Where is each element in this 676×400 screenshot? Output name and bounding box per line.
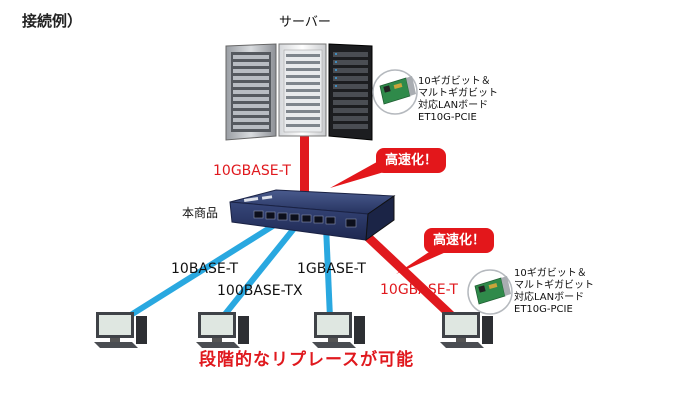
nic-card-icon-right bbox=[467, 269, 513, 315]
pc-1 bbox=[94, 312, 147, 348]
link-pc4-10gbase-t bbox=[348, 218, 460, 324]
server-rack-grey bbox=[225, 43, 277, 141]
link-server-10gbase-t bbox=[300, 132, 309, 194]
link-pc2-100base-tx bbox=[219, 224, 299, 320]
label-pc1-link: 10BASE-T bbox=[171, 261, 239, 277]
link-pc1-10base-t bbox=[124, 221, 278, 321]
page-title: 接続例） bbox=[22, 12, 83, 30]
pc-3 bbox=[312, 312, 365, 348]
nic-top-line4: ET10G-PCIE bbox=[418, 112, 477, 123]
nic-top-description: 10ギガビット＆ マルトギガビット 対応LANボード ET10G-PCIE bbox=[418, 76, 498, 124]
nic-right-description: 10ギガビット＆ マルトギガビット 対応LANボード ET10G-PCIE bbox=[514, 268, 594, 316]
pc-2 bbox=[196, 312, 249, 348]
label-pc4-link: 10GBASE-T bbox=[380, 282, 458, 298]
nic-right-line1: 10ギガビット＆ bbox=[514, 268, 587, 279]
callout-top: 高速化！ bbox=[376, 148, 447, 173]
server-rack-white bbox=[278, 43, 327, 137]
nic-right-line3: 対応LANボード bbox=[514, 292, 585, 303]
product-label: 本商品 bbox=[182, 206, 219, 220]
nic-right-line2: マルトギガビット bbox=[514, 280, 594, 291]
nic-top-line2: マルトギガビット bbox=[418, 88, 498, 99]
nic-top-line3: 対応LANボード bbox=[418, 100, 489, 111]
label-pc2-link: 100BASE-TX bbox=[217, 283, 303, 299]
nic-card-icon-top bbox=[372, 69, 418, 115]
nic-top-line1: 10ギガビット＆ bbox=[418, 76, 491, 87]
callout-top-pointer bbox=[330, 158, 384, 188]
switch-device bbox=[229, 189, 396, 242]
server-rack-black bbox=[328, 43, 373, 141]
label-server-link: 10GBASE-T bbox=[213, 163, 291, 179]
link-pc3-1gbase-t bbox=[323, 225, 333, 319]
bottom-caption: 段階的なリプレースが可能 bbox=[199, 350, 415, 370]
callout-right: 高速化！ bbox=[424, 228, 495, 253]
pc-4 bbox=[440, 312, 493, 348]
label-pc3-link: 1GBASE-T bbox=[297, 261, 366, 277]
callout-right-pointer bbox=[396, 250, 446, 274]
nic-right-line4: ET10G-PCIE bbox=[514, 304, 573, 315]
server-label: サーバー bbox=[279, 15, 331, 30]
